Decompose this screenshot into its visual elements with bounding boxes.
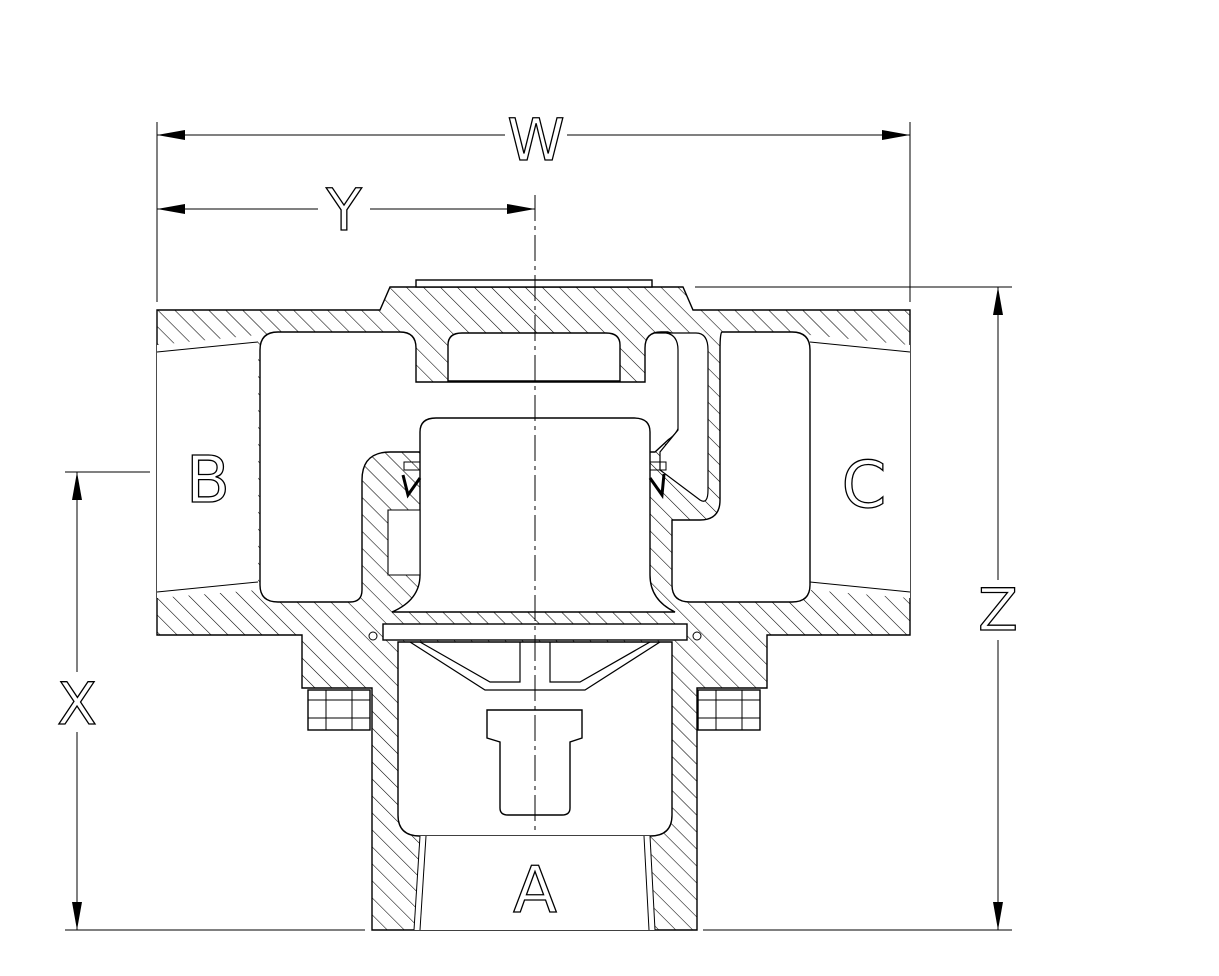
label-x: X — [57, 670, 97, 738]
port-label-c: C — [842, 449, 887, 523]
dimension-w — [156, 122, 911, 302]
port-label-a: A — [513, 854, 557, 928]
port-c-bore — [810, 335, 910, 598]
port-label-b: B — [186, 444, 230, 518]
internal-passage — [655, 332, 709, 502]
port-b-bore — [157, 335, 258, 598]
dimension-y — [157, 204, 535, 214]
top-cap — [415, 279, 653, 288]
right-seal — [648, 473, 666, 500]
label-y: Y — [325, 176, 362, 244]
dimension-x — [65, 471, 365, 931]
valve-body — [156, 279, 911, 931]
left-seal — [401, 474, 422, 499]
dimension-z — [695, 286, 1012, 931]
bonnet-cavity — [447, 332, 621, 382]
left-guide — [387, 509, 421, 576]
label-w: W — [507, 106, 564, 174]
right-bolt — [697, 689, 761, 731]
label-z: Z — [978, 576, 1018, 644]
inlet-chamber — [259, 331, 681, 603]
outlet-chamber — [671, 331, 811, 603]
port-a-outlet — [414, 836, 655, 930]
piston — [391, 417, 676, 613]
left-bolt — [307, 689, 371, 731]
